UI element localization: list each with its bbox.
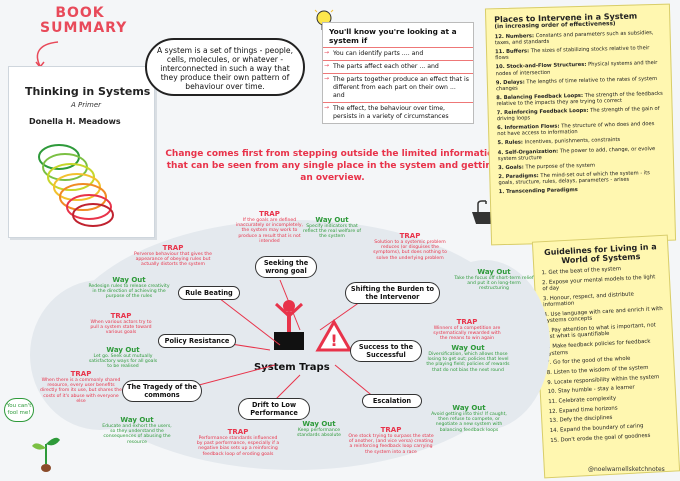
trap-escalation: TRAP One stock trying to surpass the sta… [348,426,434,455]
trap-rule-beating: TRAP Perverse behaviour that gives the a… [128,244,218,268]
way-out-text: Educate and exhort the users, so they un… [102,424,172,445]
trap-node-seeking-wrong-goal: Seeking the wrong goal [255,256,317,278]
way-out-label: Way Out [451,344,485,352]
way-out-text: Let go. Seek out mutually satisfactory w… [88,354,158,370]
way-out-text: Specify indicators that reflect the real… [302,224,362,240]
trap-label: TRAP [380,426,402,434]
cant-fool-me-bubble: You can't fool me! [4,398,34,422]
way-out-text: Diversification, which allows those losi… [426,352,510,373]
trap-tragedy-commons: TRAP When there is a commonly shared res… [40,370,122,404]
trap-label: TRAP [456,318,478,326]
trap-label: TRAP [399,232,421,240]
wayout-seeking-wrong-goal: Way Out Specify indicators that reflect … [302,216,362,240]
system-signs-heading: You'll know you're looking at a system i… [329,27,457,45]
way-out-label: Way Out [112,276,146,284]
trap-node-success-to-successful: Success to the Successful [350,340,422,362]
way-out-label: Way Out [106,346,140,354]
wayout-policy-resistance: Way Out Let go. Seek out mutually satisf… [88,346,158,370]
trap-label: TRAP [162,244,184,252]
traps-cloud-lobe [420,260,550,430]
book-summary-line1: BOOK [55,5,105,21]
trap-label: TRAP [259,210,280,218]
author-handle: @noelwarnellsketchnotes [588,466,665,473]
trap-label: TRAP [110,312,132,320]
way-out-text: Take the focus off short-term relief and… [454,276,534,292]
way-out-text: Keep performance standards absolute [297,428,341,439]
book-author: Donella H. Meadows [29,117,121,126]
book-subtitle: A Primer [71,101,102,109]
trap-node-shifting-burden: Shifting the Burden to the Intervenor [345,282,440,304]
wayout-rule-beating: Way Out Redesign rules to release creati… [86,276,172,300]
book-cover: Thinking in Systems A Primer Donella H. … [8,66,155,238]
definition-bubble: A system is a set of things - people, ce… [145,38,305,96]
svg-text:!: ! [330,331,337,350]
trap-policy-resistance: TRAP When various actors try to pull a s… [86,312,156,336]
system-signs-box: You'll know you're looking at a system i… [322,22,474,124]
way-out-label: Way Out [315,216,349,224]
trap-shifting-burden: TRAP Solution to a systemic problem redu… [370,232,450,261]
trap-text: Solution to a systemic problem reduces (… [373,240,447,261]
trap-drift-low-performance: TRAP Performance standards influenced by… [196,428,280,457]
way-out-label: Way Out [452,404,486,412]
trap-seeking-wrong-goal: TRAP If the goals are defined inaccurate… [232,210,307,244]
trap-text: Winners of a competition are systematica… [433,326,501,342]
trap-node-rule-beating: Rule Beating [178,286,240,300]
trap-success-to-successful: TRAP Winners of a competition are system… [430,318,504,342]
way-out-text: Avoid getting into this! If caught, then… [431,412,507,433]
way-out-label: Way Out [477,268,511,276]
trap-label: TRAP [227,428,249,436]
trap-node-escalation: Escalation [362,394,422,408]
book-summary-line2: SUMMARY [40,20,128,36]
trap-label: TRAP [70,370,92,378]
trap-text: Performance standards influenced by past… [196,436,280,457]
trap-node-drift-low-performance: Drift to Low Performance [238,398,310,420]
trap-text: One stock trying to surpass the state of… [348,434,434,455]
slinky-coils-icon [38,144,114,227]
traps-cloud-lobe [30,280,170,430]
system-sign-item: The effect, the behaviour over time, per… [323,102,473,123]
trap-text: If the goals are defined inaccurately or… [235,218,303,244]
wayout-drift-low-performance: Way Out Keep performance standards absol… [290,420,348,438]
trap-text: When various actors try to pull a system… [90,320,152,336]
way-out-label: Way Out [302,420,336,428]
wayout-success-to-successful: Way Out Diversification, which allows th… [426,344,510,373]
trap-node-policy-resistance: Policy Resistance [158,334,236,348]
system-traps-title: System Traps [254,362,330,373]
way-out-label: Way Out [120,416,154,424]
seedling-icon [32,437,60,472]
system-sign-item: The parts affect each other ... and [323,60,473,73]
trapped-person-icon: ! [274,300,353,352]
wayout-tragedy-commons: Way Out Educate and exhort the users, so… [100,416,174,445]
book-summary-heading: BOOK SUMMARY [40,5,128,36]
trap-text: Perverse behaviour that gives the appear… [134,252,212,268]
way-out-text: Redesign rules to release creativity in … [88,284,170,300]
wayout-shifting-burden: Way Out Take the focus off short-term re… [454,268,534,292]
book-title: Thinking in Systems [25,85,151,98]
trap-node-tragedy-commons: The Tragedy of the commons [122,380,202,402]
system-sign-item: You can identify parts .... and [323,47,473,60]
overview-quote: Change comes first from stepping outside… [165,149,500,183]
wayout-escalation: Way Out Avoid getting into this! If caug… [430,404,508,433]
system-sign-item: The parts together produce an effect tha… [323,73,473,102]
trap-text: When there is a commonly shared resource… [40,378,122,404]
